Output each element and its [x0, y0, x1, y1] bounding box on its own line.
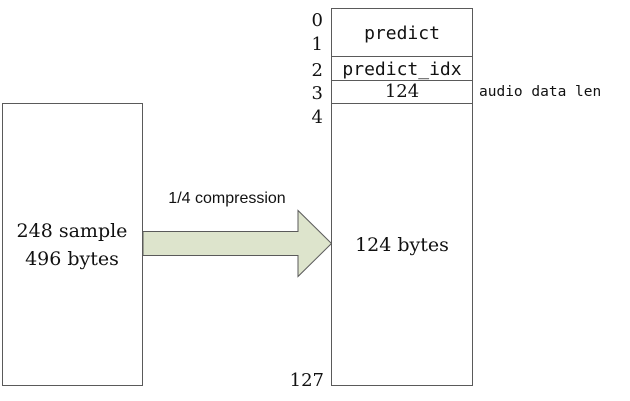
target-buffer-box: [331, 8, 473, 386]
byte-index: 2: [312, 60, 323, 81]
byte-index: 0: [312, 10, 323, 31]
byte-index: 1: [312, 34, 323, 55]
field-predict-idx: predict_idx: [342, 59, 461, 80]
field-body: 124 bytes: [355, 234, 449, 256]
arrow-shape: [142, 209, 333, 278]
field-len-value: 124: [385, 81, 419, 102]
source-sample-count: 248 sample: [17, 220, 128, 242]
compression-label: 1/4 compression: [168, 190, 285, 207]
byte-index: 127: [290, 370, 324, 391]
byte-indices: 0 1 2 3 4 127: [290, 10, 324, 391]
compression-arrow: 1/4 compression: [142, 190, 333, 278]
source-byte-count: 496 bytes: [25, 248, 119, 270]
audio-data-len-annotation: audio data len: [479, 84, 601, 100]
target-buffer: predict predict_idx 124 124 bytes: [331, 8, 473, 386]
byte-index: 4: [312, 107, 323, 128]
byte-index: 3: [312, 83, 323, 104]
source-buffer-box: [2, 103, 143, 386]
source-buffer: 248 sample 496 bytes: [2, 103, 143, 386]
field-predict: predict: [364, 23, 440, 44]
